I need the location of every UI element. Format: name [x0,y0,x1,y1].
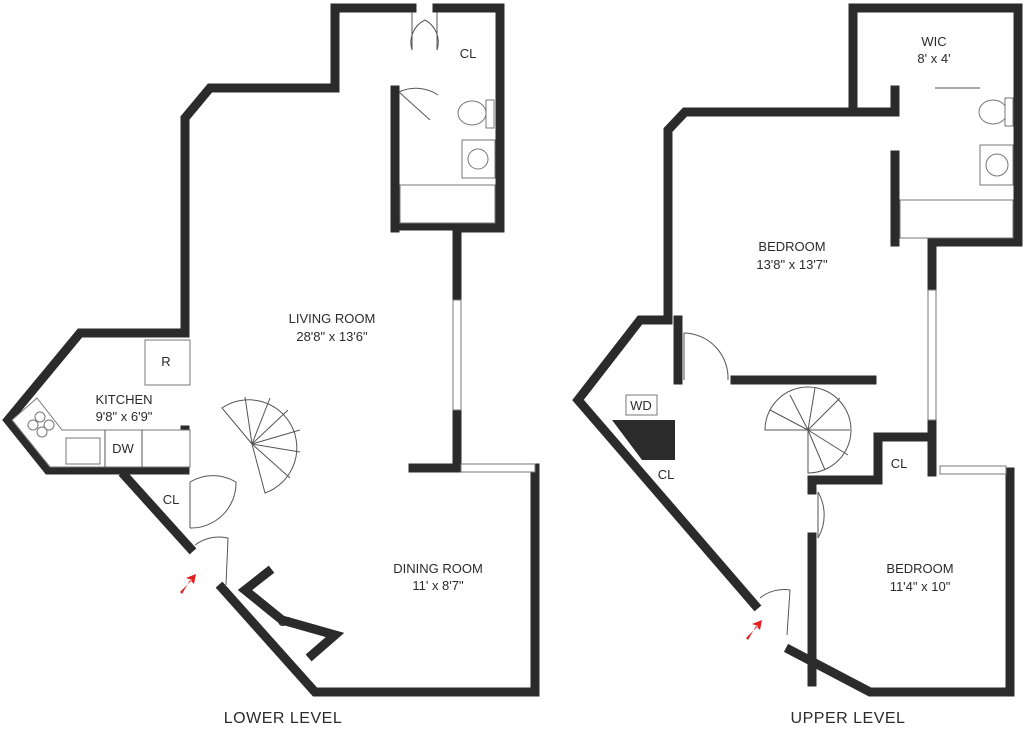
window [927,289,937,421]
closet-door[interactable] [410,12,439,51]
dining-outer-wall [215,463,540,697]
washer-dryer-icon [625,394,658,416]
bedroom-door[interactable] [817,491,825,539]
dining-room-name: DINING ROOM [393,561,483,576]
closet-label: CL [163,492,180,507]
kitchen-size: 9'8" x 6'9" [96,409,153,424]
washer-dryer-label: WD [630,398,652,413]
toilet-icon [457,100,487,126]
upper-left-wall [572,107,895,612]
living-room-size: 28'8" x 13'6" [296,329,368,344]
stove-icon [27,411,55,438]
wic-name: WIC [921,34,946,49]
window [452,299,462,411]
spiral-staircase-icon [764,386,852,474]
entry-arrow-icon [180,574,196,594]
kitchen-counter [11,397,191,468]
toilet-icon [978,99,1008,125]
closet-label: CL [460,46,477,61]
upper-level-title: UPPER LEVEL [791,710,906,727]
lower-level-plan: R DW CL LIVING ROOM 28'8" x 13'6" KITCHE… [2,3,540,727]
closet-label: CL [891,456,908,471]
window [939,465,1007,475]
spiral-staircase-icon [221,396,301,494]
dining-room-size: 11' x 8'7" [412,578,464,593]
living-room-name: LIVING ROOM [289,311,376,326]
closet-wall [237,565,345,662]
bath-door[interactable] [398,87,439,121]
dishwasher-label: DW [112,441,134,456]
lower-wall-top-left [2,3,417,475]
closet-wall [807,432,930,495]
bedroom-door[interactable] [683,332,729,381]
entry-diagonal-wall [118,469,197,555]
upper-level-plan: WD CL CL WIC 8' x 4' BEDROOM 13'8" x 13'… [572,3,1023,727]
closet-label: CL [278,614,295,629]
lower-outer-wall [432,3,505,305]
sink-icon [65,437,101,465]
closet-door[interactable] [189,475,237,529]
bedroom-main-size: 13'8" x 13'7" [756,257,828,272]
kitchen-name: KITCHEN [95,392,152,407]
window [460,463,536,473]
bedroom-main-name: BEDROOM [758,239,825,254]
lower-level-title: LOWER LEVEL [224,710,342,727]
chimney-block [612,420,675,460]
bedroom-second-name: BEDROOM [886,561,953,576]
entry-arrow-icon [746,620,762,640]
bathtub-icon [399,184,496,224]
bedroom-outer-wall [783,467,1015,697]
bathtub-icon [899,199,1014,239]
wic-size: 8' x 4' [917,51,950,66]
refrigerator-icon [144,339,191,386]
entry-door[interactable] [194,536,229,586]
closet-label: CL [658,467,675,482]
refrigerator-label: R [161,354,170,369]
bedroom-second-size: 11'4" x 10" [890,579,951,594]
entry-door[interactable] [759,589,791,636]
